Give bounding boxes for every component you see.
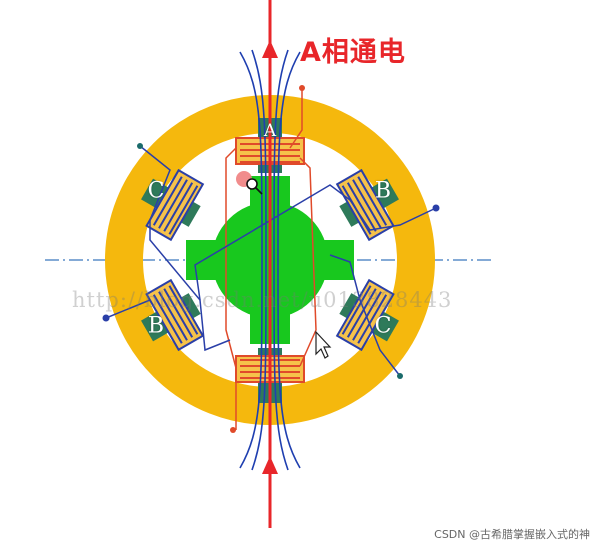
pole-label-a: A: [263, 121, 277, 141]
coil-b-lower-left: [145, 278, 205, 352]
watermark-text: http://blog.csdn.net/u013828443: [72, 288, 453, 312]
zoom-cursor-icon: [246, 178, 263, 195]
pole-label-c-right: C: [374, 313, 392, 339]
pole-label-b-left: B: [147, 313, 165, 339]
mouse-cursor-icon: [315, 330, 332, 359]
current-arrow: [262, 0, 278, 528]
diagram-title: A相通电: [300, 37, 406, 68]
pole-label-c-left: C: [147, 178, 165, 204]
pole-label-b-right: B: [374, 178, 392, 204]
coil-c-upper-left: [145, 168, 205, 242]
wire-terminals: [102, 85, 440, 433]
coil-b-upper-right: [335, 168, 395, 242]
flux-lines: [239, 49, 301, 471]
footer-credit: CSDN @古希腊掌握嵌入式的神: [434, 528, 590, 541]
coil-wiring: [105, 88, 437, 430]
